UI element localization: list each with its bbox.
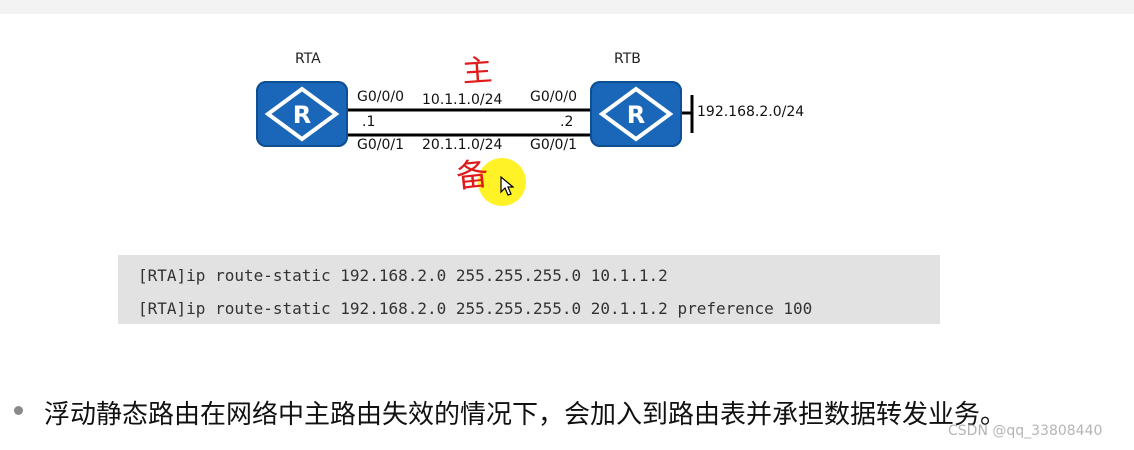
handwritten-backup: 备 — [454, 154, 491, 196]
host-octet-rtb: .2 — [560, 114, 574, 130]
network-bottom: 20.1.1.0/24 — [422, 137, 503, 153]
bullet-dot-icon — [14, 406, 23, 415]
rta-port-bottom: G0/0/1 — [357, 137, 405, 153]
router-rtb-icon[interactable]: R — [590, 81, 682, 147]
router-label-rtb: RTB — [614, 51, 641, 67]
top-strip — [0, 0, 1134, 14]
watermark: CSDN @qq_33808440 — [948, 423, 1103, 439]
links-layer — [348, 95, 694, 137]
stub-network-label: 192.168.2.0/24 — [697, 104, 805, 120]
code-line-2: [RTA]ip route-static 192.168.2.0 255.255… — [138, 299, 813, 318]
rtb-port-bottom: G0/0/1 — [530, 137, 578, 153]
router-rta-icon[interactable]: R — [256, 81, 348, 147]
rtb-port-top: G0/0/0 — [530, 89, 578, 105]
network-top: 10.1.1.0/24 — [422, 92, 503, 108]
svg-text:R: R — [293, 101, 311, 129]
code-block: [RTA]ip route-static 192.168.2.0 255.255… — [118, 255, 940, 324]
host-octet-rta: .1 — [362, 114, 376, 130]
svg-text:R: R — [627, 101, 645, 129]
router-label-rta: RTA — [295, 51, 321, 67]
bullet-text: 浮动静态路由在网络中主路由失效的情况下，会加入到路由表并承担数据转发业务。 — [44, 400, 1007, 430]
handwritten-primary: 主 — [461, 52, 494, 90]
rta-port-top: G0/0/0 — [357, 89, 405, 105]
code-line-1: [RTA]ip route-static 192.168.2.0 255.255… — [138, 266, 668, 285]
mouse-pointer-icon — [500, 176, 514, 196]
network-diagram: RTA RTB R R G0/0/0 10.1.1.0/24 G0/0/0 .1… — [256, 51, 805, 206]
